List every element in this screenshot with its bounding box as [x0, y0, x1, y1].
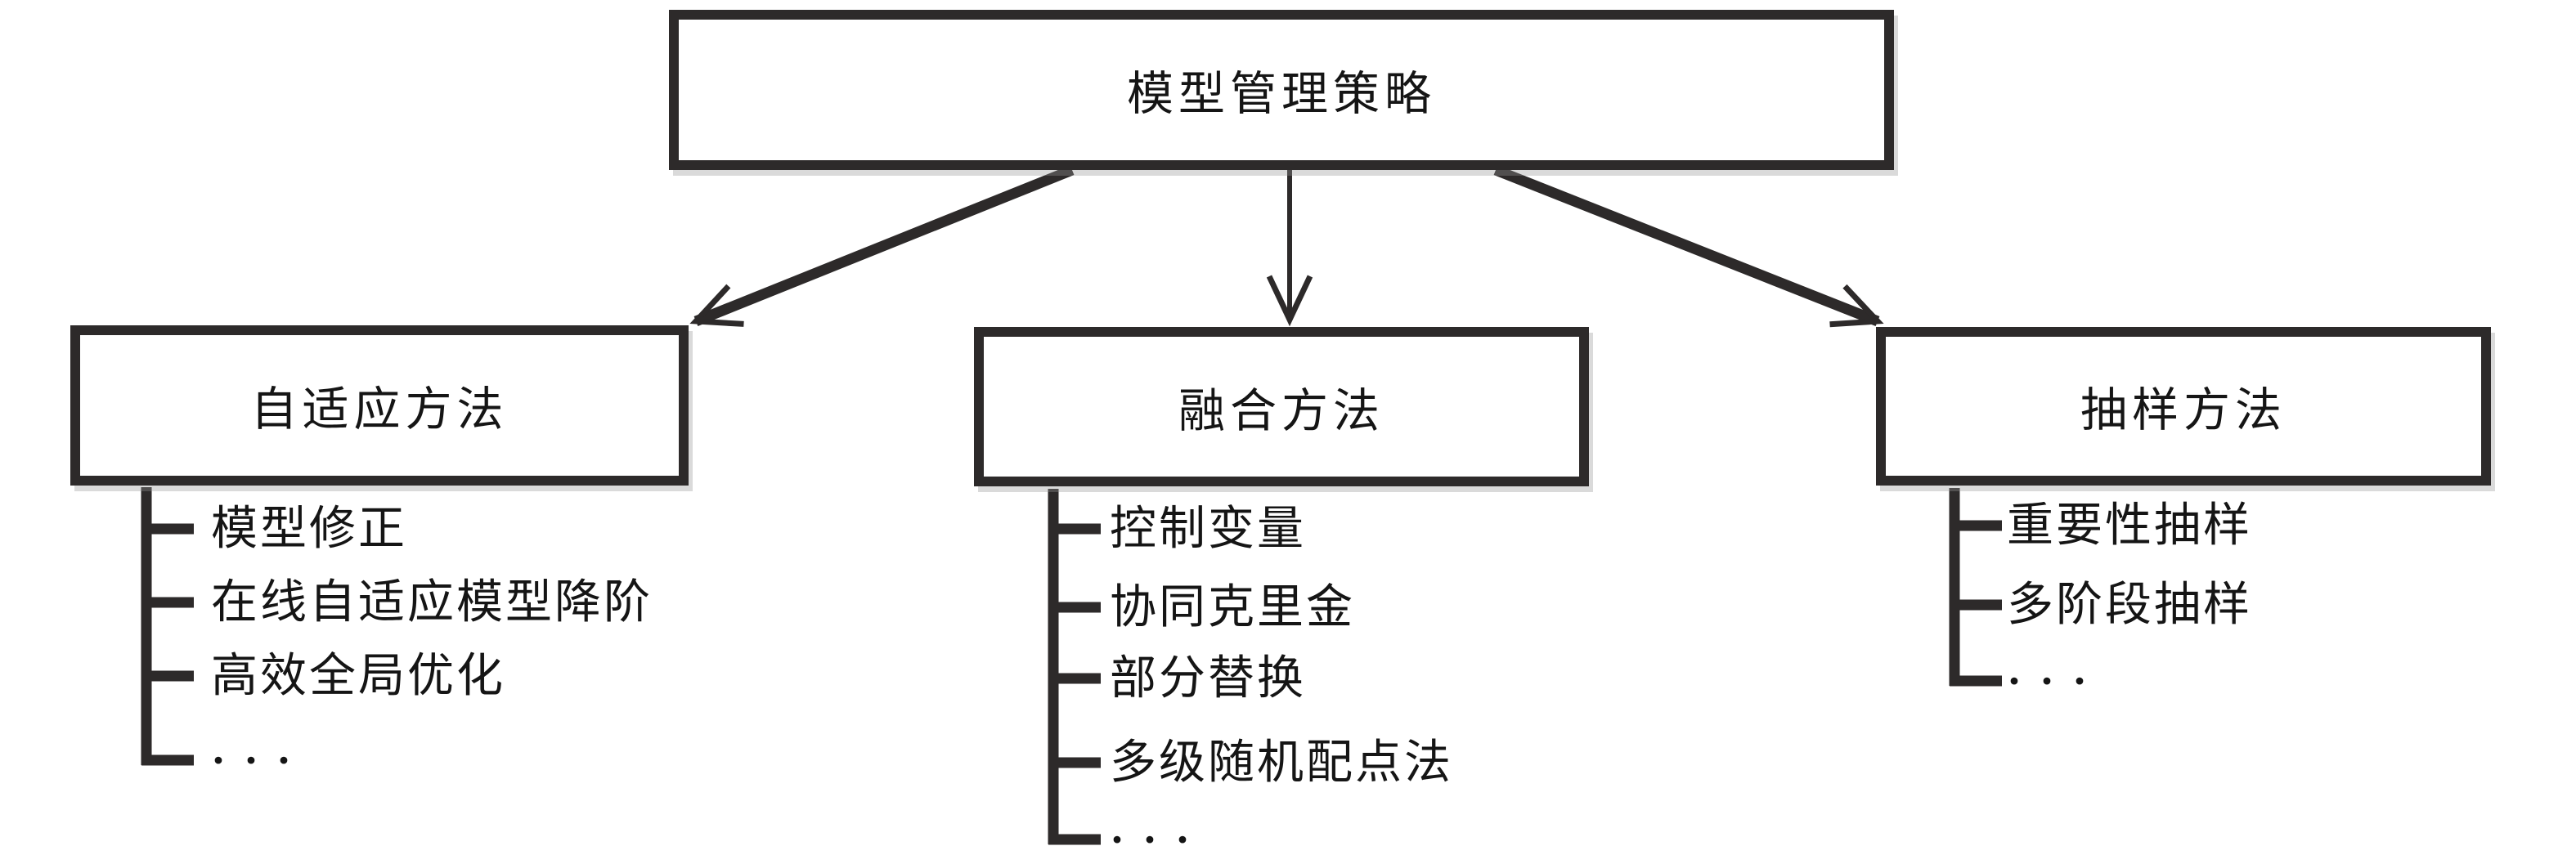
list-item-fusion-1: 控制变量: [1110, 503, 1306, 555]
list-item-adaptive-ellipsis: ···: [211, 736, 310, 785]
list-item-fusion-2: 协同克里金: [1110, 581, 1355, 633]
node-sampling-methods: 抽样方法: [1876, 327, 2491, 486]
list-item-fusion-ellipsis: ···: [1110, 815, 1209, 855]
list-item-adaptive-2: 在线自适应模型降阶: [211, 576, 653, 629]
list-item-adaptive-1: 模型修正: [211, 503, 407, 555]
node-root: 模型管理策略: [669, 10, 1894, 170]
list-item-sampling-2: 多阶段抽样: [2007, 579, 2252, 631]
node-fusion-label: 融合方法: [1178, 385, 1384, 437]
list-item-sampling-1: 重要性抽样: [2007, 499, 2252, 552]
list-item-adaptive-3: 高效全局优化: [211, 650, 505, 702]
list-item-fusion-3: 部分替换: [1110, 652, 1306, 705]
ticks-sampling: [1950, 520, 2002, 687]
arrow-root-to-adaptive: [689, 164, 1075, 327]
node-sampling-label: 抽样方法: [2080, 385, 2287, 436]
list-item-fusion-4: 多级随机配点法: [1110, 736, 1453, 789]
ticks-fusion: [1048, 523, 1101, 845]
node-root-label: 模型管理策略: [1127, 69, 1436, 120]
list-item-sampling-ellipsis: ···: [2007, 656, 2106, 705]
node-adaptive-methods: 自适应方法: [70, 325, 689, 486]
ticks-adaptive: [141, 523, 194, 766]
arrow-root-to-sampling: [1493, 164, 1884, 328]
node-fusion-methods: 融合方法: [974, 327, 1589, 486]
node-adaptive-label: 自适应方法: [250, 384, 509, 436]
